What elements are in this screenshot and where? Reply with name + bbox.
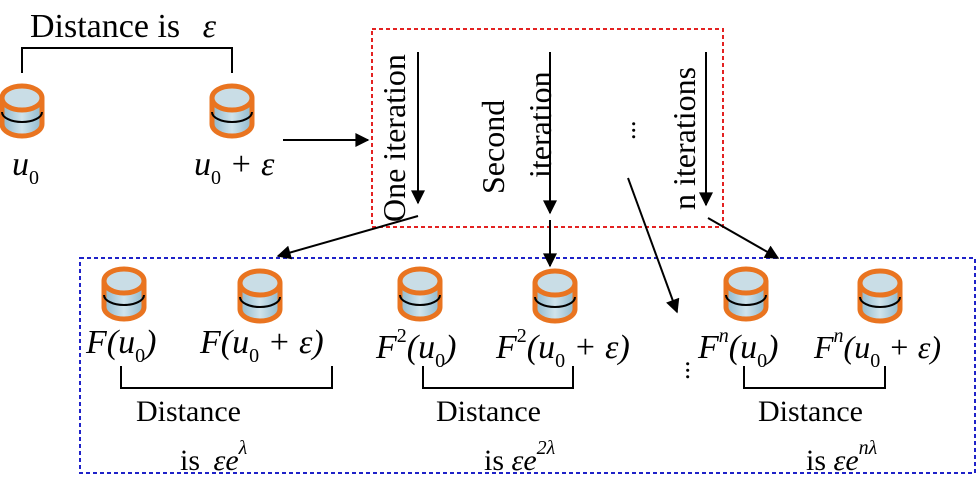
label-F-u0-eps: F(u0 + ε) (200, 324, 324, 367)
u0eps-var: u (194, 146, 211, 183)
g2-a-sub: 0 (435, 350, 446, 372)
label-F2-u0-eps: F2(u0 + ε) (496, 326, 630, 371)
g1-b-sub: 0 (249, 345, 260, 367)
exp-2: 2λ (536, 437, 556, 459)
distance-bracket-1 (120, 366, 333, 389)
label-second: Second (475, 99, 511, 194)
g2-exp-a: 2 (396, 325, 407, 347)
exp-3: nλ (858, 437, 878, 459)
result-dots: ... (666, 360, 695, 381)
is-2: is (484, 444, 505, 477)
g3-a-end: ) (767, 329, 779, 366)
g3-fn-b: F (814, 329, 834, 365)
distance-bracket-3 (743, 366, 886, 389)
iteration-dots: ... (612, 120, 641, 141)
g3-b-end: + ε) (880, 329, 942, 365)
label-one-iteration: One iteration (376, 54, 412, 222)
base-2: εe (511, 444, 537, 477)
g2-b: (u (526, 329, 556, 366)
distance-label-1: Distance (136, 395, 241, 428)
cylinder-icon (857, 268, 903, 324)
g1-a: F(u (86, 324, 136, 361)
arrow-to-result-n (707, 217, 780, 259)
cylinder-icon (532, 268, 578, 324)
g1-b: F(u (200, 324, 250, 361)
cylinder-icon (209, 83, 255, 139)
cylinder-icon (397, 266, 443, 322)
label-F-u0: F(u0) (86, 324, 157, 367)
label-second-iteration: iteration (522, 71, 558, 178)
g2-fn-a: F (376, 329, 397, 366)
label-n-iterations: n iterations (666, 66, 702, 210)
distance-label-3: Distance (758, 395, 863, 428)
g2-b-sub: 0 (555, 350, 566, 372)
g1-a-end: ) (145, 324, 157, 361)
iteration-box (371, 28, 724, 228)
g2-a: (u (406, 329, 436, 366)
g3-a-sub: 0 (757, 350, 768, 372)
u0eps-sub: 0 (211, 167, 221, 189)
u0-sub: 0 (29, 167, 39, 189)
g3-b: (u (843, 329, 871, 365)
base-3: εe (833, 444, 859, 477)
top-distance-prefix: Distance is (30, 8, 181, 45)
g1-b-end: + ε) (259, 324, 324, 361)
label-u0: u0 (12, 146, 39, 189)
is-1: is (180, 444, 201, 477)
cylinder-icon (101, 266, 147, 322)
distance-value-1: is εeλ (180, 438, 247, 476)
arrow-to-result-1 (276, 215, 419, 260)
is-3: is (806, 444, 827, 477)
label-u0-plus-eps: u0 + ε (194, 146, 275, 189)
g2-fn-b: F (496, 329, 517, 366)
label-Fn-u0: Fn(u0) (698, 326, 778, 371)
results-box (79, 257, 976, 474)
top-distance-label: Distance is ε (30, 10, 216, 44)
exp-1: λ (238, 437, 248, 459)
base-1: εe (213, 444, 239, 477)
arrow-to-dots (627, 177, 680, 314)
top-distance-bracket (21, 47, 233, 73)
g1-a-sub: 0 (135, 345, 146, 367)
g3-b-sub: 0 (870, 350, 881, 372)
distance-bracket-2 (422, 366, 574, 389)
cylinder-icon (723, 266, 769, 322)
distance-label-2: Distance (436, 395, 541, 428)
cylinder-icon (0, 83, 45, 139)
u0-var: u (12, 146, 29, 183)
label-F2-u0: F2(u0) (376, 326, 456, 371)
u0eps-rest: + ε (221, 146, 275, 183)
g2-a-end: ) (445, 329, 457, 366)
g3-a: (u (728, 329, 758, 366)
distance-value-2: is εe2λ (484, 438, 555, 476)
cylinder-icon (237, 268, 283, 324)
label-Fn-u0-eps: Fn(u0 + ε) (814, 326, 941, 371)
g3-exp-a: n (718, 325, 729, 347)
g3-exp-b: n (833, 325, 844, 347)
g3-fn-a: F (698, 329, 719, 366)
g2-b-end: + ε) (565, 329, 630, 366)
top-distance-symbol: ε (202, 8, 217, 45)
distance-value-3: is εenλ (806, 438, 877, 476)
g2-exp-b: 2 (516, 325, 527, 347)
